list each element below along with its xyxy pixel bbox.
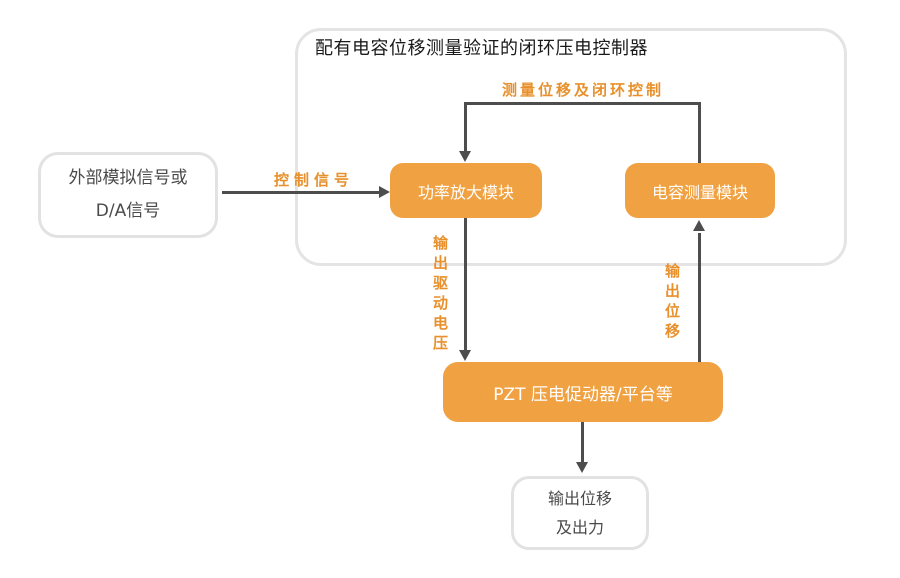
power-amplifier-label: 功率放大模块 (417, 182, 514, 202)
displacement-edge-label: 输出位移 (664, 262, 680, 340)
control-signal-line (222, 191, 380, 194)
pzt-actuator-label: PZT 压电促动器/平台等 (493, 384, 673, 405)
diagram-title: 配有电容位移测量验证的闭环压电控制器 (315, 38, 648, 59)
feedback-line-left (464, 102, 467, 151)
node-capacitance-measurement: 电容测量模块 (625, 163, 775, 218)
node-pzt-actuator: PZT 压电促动器/平台等 (443, 362, 723, 422)
drive-voltage-arrowhead-icon (459, 350, 471, 361)
drive-voltage-line (464, 218, 467, 351)
output-line (581, 422, 584, 463)
control-signal-edge-label: 控制信号 (273, 171, 354, 189)
displacement-line (698, 233, 701, 362)
node-output: 输出位移 及出力 (511, 476, 649, 550)
node-external-signal: 外部模拟信号或 D/A信号 (38, 152, 218, 238)
output-arrowhead-icon (576, 462, 588, 473)
feedback-line-horizontal (464, 102, 701, 105)
external-signal-line1: 外部模拟信号或 (68, 168, 188, 188)
drive-voltage-edge-label: 输出驱动电压 (432, 234, 448, 352)
capacitance-measurement-label: 电容测量模块 (651, 182, 748, 202)
output-line1: 输出位移 (547, 489, 612, 508)
feedback-edge-label: 测量位移及闭环控制 (501, 81, 664, 99)
external-signal-line2: D/A信号 (95, 201, 161, 221)
feedback-arrowhead-icon (459, 151, 471, 162)
output-line2: 及出力 (555, 518, 604, 537)
displacement-arrowhead-icon (693, 220, 705, 231)
controller-group-box (295, 28, 847, 266)
feedback-line-right (698, 102, 701, 163)
control-signal-arrowhead-icon (379, 186, 390, 198)
node-power-amplifier: 功率放大模块 (390, 163, 542, 218)
